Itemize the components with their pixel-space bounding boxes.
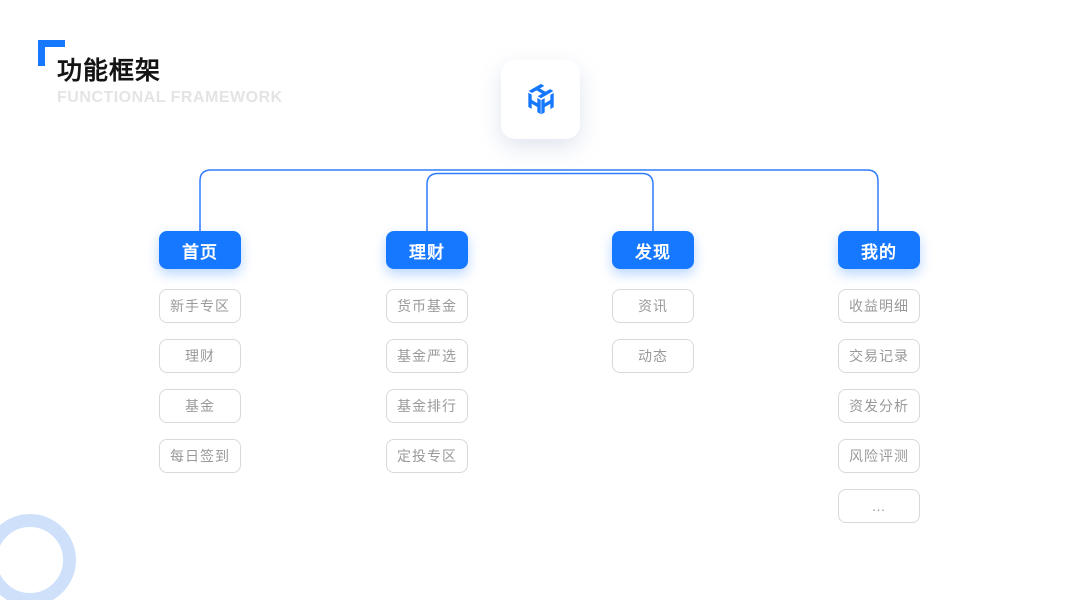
- app-logo-card: [501, 60, 580, 139]
- branch-1-child-4: 每日签到: [159, 439, 241, 473]
- branch-button-4: 我的: [838, 231, 920, 269]
- branch-3-child-1: 资讯: [612, 289, 694, 323]
- branch-2-child-3: 基金排行: [386, 389, 468, 423]
- branch-2-child-4: 定投专区: [386, 439, 468, 473]
- branch-2-child-2: 基金严选: [386, 339, 468, 373]
- branch-2-child-1: 货币基金: [386, 289, 468, 323]
- branch-4-child-1: 收益明细: [838, 289, 920, 323]
- cube-h-logo-icon: [527, 83, 554, 115]
- branch-button-3: 发现: [612, 231, 694, 269]
- branch-1-child-2: 理财: [159, 339, 241, 373]
- branch-1-child-3: 基金: [159, 389, 241, 423]
- branch-button-1: 首页: [159, 231, 241, 269]
- branch-1-child-1: 新手专区: [159, 289, 241, 323]
- connector-outer-bracket: [199, 169, 879, 231]
- branch-4-child-2: 交易记录: [838, 339, 920, 373]
- page-title: 功能框架: [57, 57, 162, 85]
- branch-3-child-2: 动态: [612, 339, 694, 373]
- branch-4-child-4: 风险评测: [838, 439, 920, 473]
- page-subtitle: FUNCTIONAL FRAMEWORK: [57, 89, 283, 106]
- branch-4-child-5: …: [838, 489, 920, 523]
- decor-ring: [0, 514, 76, 600]
- branch-button-2: 理财: [386, 231, 468, 269]
- title-accent-bracket-icon: [38, 40, 65, 66]
- cube-h-faces: [527, 83, 554, 115]
- branch-4-child-3: 资发分析: [838, 389, 920, 423]
- connector-inner-bracket: [426, 172, 654, 231]
